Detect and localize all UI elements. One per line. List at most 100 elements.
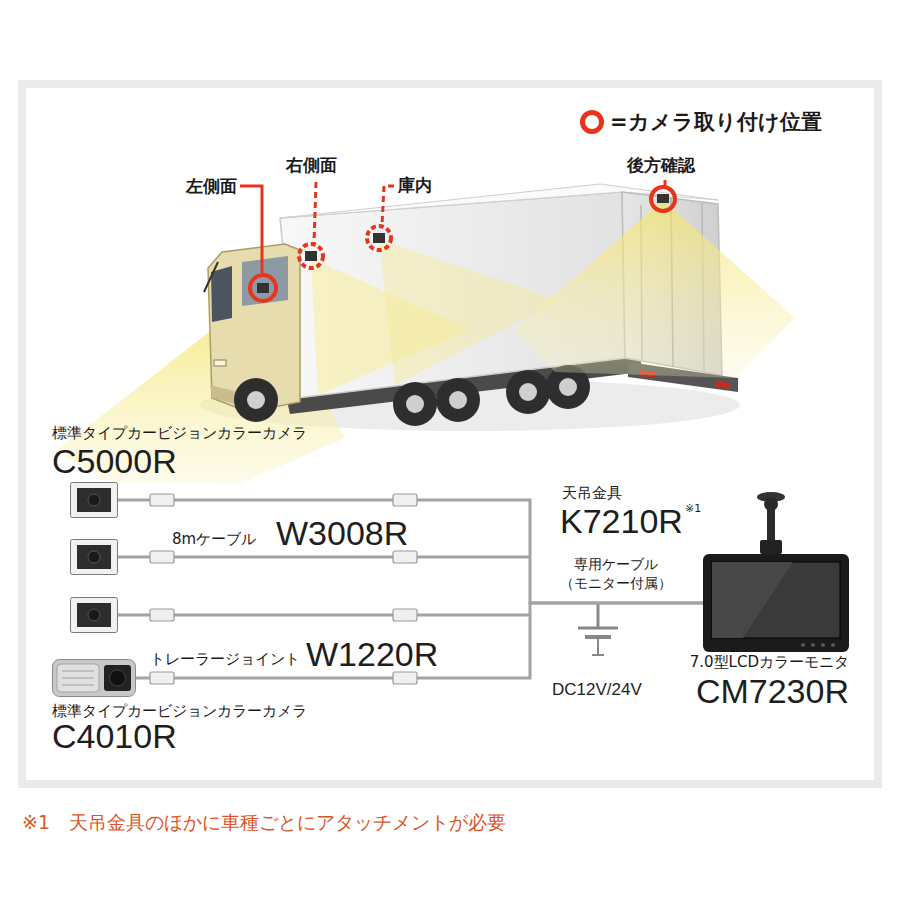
- legend-ring: [583, 113, 602, 132]
- cable-connector: [136, 603, 703, 678]
- model-number: C4010R: [52, 719, 177, 753]
- camera-rib: [62, 671, 94, 672]
- position-label: 後方確認: [627, 156, 695, 176]
- truck-camera: [257, 283, 269, 293]
- cam1-icon: [70, 482, 118, 518]
- monitor-screen: [712, 562, 840, 638]
- camera-body: [53, 660, 136, 697]
- cable-plug: [150, 494, 174, 506]
- footnote-mark: ※1: [685, 503, 701, 516]
- leader-line: [240, 180, 665, 273]
- camera-rib: [62, 678, 94, 679]
- ground-symbol: [578, 603, 618, 655]
- ground-symbol: [597, 637, 599, 655]
- camera-icon: [71, 540, 118, 575]
- camera-icon: [71, 598, 118, 633]
- monitor-button: [821, 643, 825, 647]
- camera-face: [104, 665, 131, 691]
- mount-position-ring: [367, 226, 391, 250]
- truck-cab: [214, 360, 226, 366]
- leader-line: [664, 180, 667, 186]
- camera-body: [71, 483, 118, 518]
- cable-note: 専用ケーブル （モニター付属）: [553, 555, 679, 593]
- part-number: K7210R: [560, 504, 683, 538]
- monitor-button: [801, 643, 805, 647]
- truck-cab: [211, 266, 232, 322]
- truck-cab: [204, 262, 218, 292]
- ceiling-mount-bracket: [760, 540, 782, 554]
- camera-icon: [71, 540, 118, 575]
- camera-icon: [77, 545, 111, 569]
- camera-lens: [110, 670, 126, 686]
- truck-wheels: [393, 382, 437, 426]
- truck-camera: [305, 251, 317, 261]
- truck-wheels: [449, 391, 467, 409]
- truck-camera: [373, 233, 385, 243]
- ceiling-mount-bracket: [757, 492, 785, 554]
- power-label: DC12V/24V: [552, 681, 642, 698]
- part-type: 8mケーブル: [172, 531, 256, 548]
- screen-glare: [712, 562, 793, 638]
- cable-plug: [393, 551, 417, 563]
- cable-connector: [118, 500, 703, 603]
- panel-frame: [22, 84, 878, 784]
- camera-node: 標準タイプカービジョンカラーカメラC5000R: [70, 482, 118, 518]
- monitor-icon: [703, 554, 849, 652]
- mount-position-ring: [250, 187, 675, 301]
- camera-lens: [88, 494, 100, 506]
- model-number: CM7230R: [696, 674, 849, 708]
- camera-side: [57, 664, 99, 692]
- cam2-icon: [52, 659, 136, 697]
- ceiling-mount-bracket: [767, 507, 775, 542]
- camera-icon: [88, 609, 100, 621]
- cable-plug: [393, 609, 417, 621]
- truck-camera: [257, 194, 669, 293]
- legend-swatch: [578, 108, 606, 136]
- position-label: 庫内: [398, 176, 432, 196]
- truck-body: [715, 381, 730, 389]
- camera-node: 標準タイプカービジョンカラーカメラC4010R: [52, 659, 136, 697]
- truck-wheels: [406, 395, 424, 413]
- legend-text: =カメラ取り付け位置: [610, 108, 822, 136]
- rear-view-cone: [515, 200, 795, 378]
- cable-plug: [150, 551, 174, 563]
- product-type: 7.0型LCDカラーモニタ: [690, 654, 849, 671]
- truck-wheels: [436, 378, 480, 422]
- cable-plug: [150, 672, 174, 684]
- cable-wire: [118, 557, 530, 615]
- product-type: 標準タイプカービジョンカラーカメラ: [52, 703, 307, 720]
- mount-position-ring: [651, 187, 675, 211]
- truck-wheels: [559, 378, 577, 396]
- position-label: 右側面: [286, 156, 337, 176]
- model-number: C5000R: [52, 444, 177, 478]
- monitor-button: [811, 643, 815, 647]
- truck-camera: [657, 194, 669, 203]
- part-number: W3008R: [276, 516, 408, 550]
- legend: =カメラ取り付け位置: [578, 108, 822, 136]
- truck-wheels: [234, 378, 278, 422]
- monitor-node: 7.0型LCDカラーモニタCM7230R: [703, 554, 849, 652]
- cable-plug: [393, 494, 417, 506]
- truck-wheels: [519, 383, 537, 401]
- ground-symbol: [578, 627, 618, 630]
- leader-line: [382, 186, 394, 225]
- monitor-button: [831, 643, 835, 647]
- inside-view-cone: [379, 240, 560, 385]
- cable-plug: [150, 609, 174, 621]
- product-type: 標準タイプカービジョンカラーカメラ: [52, 425, 307, 442]
- truck-cab: [242, 256, 288, 306]
- mount-position-ring: [250, 275, 276, 301]
- camera-rib: [62, 685, 94, 686]
- camera-icon: [71, 598, 118, 633]
- camera-face: [77, 488, 111, 512]
- truck-wheels: [247, 391, 265, 409]
- leader-line: [240, 186, 262, 273]
- part-number: W1220R: [306, 637, 438, 671]
- leader-line: [314, 182, 316, 243]
- truck-wheels: [506, 370, 550, 414]
- camera-icon: [77, 603, 111, 627]
- monitor-bezel: [703, 554, 849, 652]
- position-label: 左側面: [186, 177, 237, 197]
- cable-wire: [118, 556, 530, 559]
